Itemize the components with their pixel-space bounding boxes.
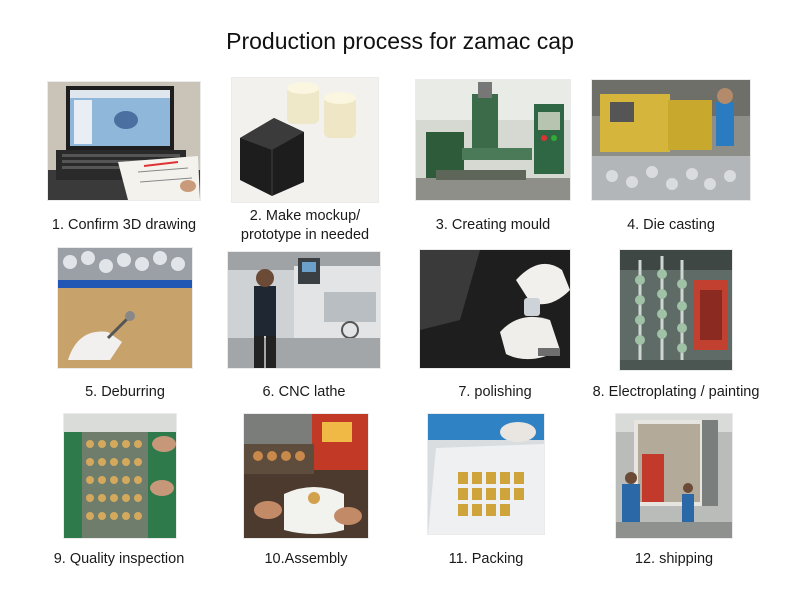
step-label: 3. Creating mould [435,217,551,233]
quality-inspection-photo [64,414,176,538]
step-label: 5. Deburring [85,384,165,400]
step-label: 8. Electroplating / painting [592,384,760,400]
mockup-prototype-photo [232,78,378,202]
step-label: 11. Packing [448,551,524,567]
shipping-photo [616,414,732,538]
step-label: 7. polishing [458,384,532,400]
laptop-3d-drawing-photo [48,82,200,200]
deburring-photo [58,248,192,368]
die-casting-photo [592,80,750,200]
mould-machine-photo [416,80,570,200]
step-label: 1. Confirm 3D drawing [51,217,197,233]
step-label: 6. CNC lathe [262,384,346,400]
step-label: 10.Assembly [264,551,348,567]
step-label: 9. Quality inspection [53,551,185,567]
page-title: Production process for zamac cap [226,28,574,54]
polishing-photo [420,250,570,368]
step-label: 12. shipping [634,551,714,567]
assembly-photo [244,414,368,538]
cnc-lathe-photo [228,252,380,368]
electroplating-photo [620,250,732,370]
step-label: 4. Die casting [627,217,715,233]
packing-photo [428,414,544,534]
step-label: 2. Make mockup/ prototype in needed [240,208,370,243]
